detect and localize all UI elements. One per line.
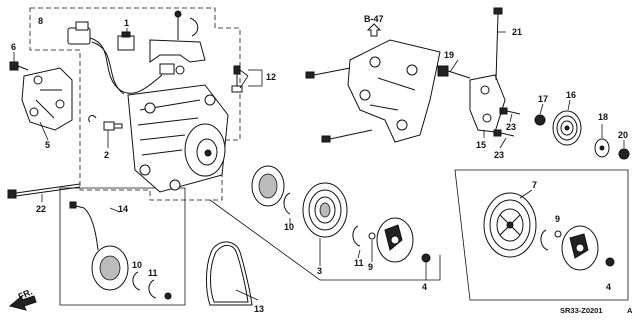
callout-13: 13 [254,304,264,314]
front-arrow [8,294,37,311]
callout-10: 10 [284,222,294,232]
leader-lines [13,28,625,301]
callout-20: 20 [618,130,628,140]
callout-11b: 11 [148,268,158,278]
fitting-part-12 [231,65,243,93]
idler-pulley-16 [552,110,582,146]
callout-17: 17 [538,94,548,104]
callout-18: 18 [598,112,608,122]
adjust-bolt-21 [493,7,503,81]
switch-part-2 [88,115,123,131]
nut-17 [534,114,546,126]
callout-4b: 4 [606,282,611,292]
callout-16: 16 [566,90,576,100]
callout-9: 9 [368,262,373,272]
callout-9b: 9 [555,214,560,224]
drawing-suffix: A [627,306,633,315]
clutch-kit-nut [605,257,615,267]
callout-3: 3 [317,266,322,276]
bracket-bolts [305,67,373,143]
callout-2: 2 [104,150,109,160]
callout-14: 14 [118,204,128,214]
callout-4: 4 [422,282,427,292]
relay-bracket [149,10,206,63]
callout-15: 15 [476,140,486,150]
group-line-3 [209,199,441,281]
callout-6: 6 [11,42,16,52]
callout-labels: 1 2 3 4 4 5 6 7 8 9 9 10 10 11 11 12 13 … [11,14,633,315]
nut-20 [618,148,630,160]
bolt-19 [437,65,471,79]
group-outline-coil [59,187,186,306]
long-bolt-22 [7,183,81,199]
field-coil [251,165,285,207]
snap-ring-10 [283,192,291,215]
clutch-kit-pulley [483,192,537,258]
harness-part [67,21,185,95]
callout-10b: 10 [132,260,142,270]
drawing-code: SR33-Z0201 [560,306,603,315]
ref-arrow-b47 [366,23,382,37]
callout-22: 22 [36,204,46,214]
relay-part [117,31,135,51]
clutch-kit-snap-ring [540,229,562,251]
tensioner-bracket-15 [469,74,506,133]
bolt-6 [9,61,29,71]
snap-ring-11 [352,225,361,247]
shim-9 [368,232,376,240]
washer-18 [594,138,610,158]
mounting-bracket [347,39,441,143]
callout-8: 8 [38,16,43,26]
callout-23: 23 [506,122,516,132]
compressor-body [127,84,229,193]
callout-19: 19 [444,50,454,60]
callout-23b: 23 [494,150,504,160]
group-outline-clutch-kit [454,169,629,301]
clutch-kit-armature [561,225,599,271]
drive-belt-13 [206,241,253,306]
bolts-23 [493,107,521,137]
clutch-pulley [302,182,348,238]
armature-plate [376,217,414,263]
callout-11: 11 [354,258,364,268]
callout-12: 12 [266,72,276,82]
callout-7: 7 [532,180,537,190]
group-outline-upper [29,7,241,201]
compressor-bracket-5 [21,67,73,131]
coil-kit [69,201,172,300]
callout-5: 5 [45,140,50,150]
ref-arrow-label: B-47 [364,14,384,24]
nut-4 [421,253,431,263]
callout-1: 1 [124,18,129,28]
callout-21: 21 [512,27,522,37]
